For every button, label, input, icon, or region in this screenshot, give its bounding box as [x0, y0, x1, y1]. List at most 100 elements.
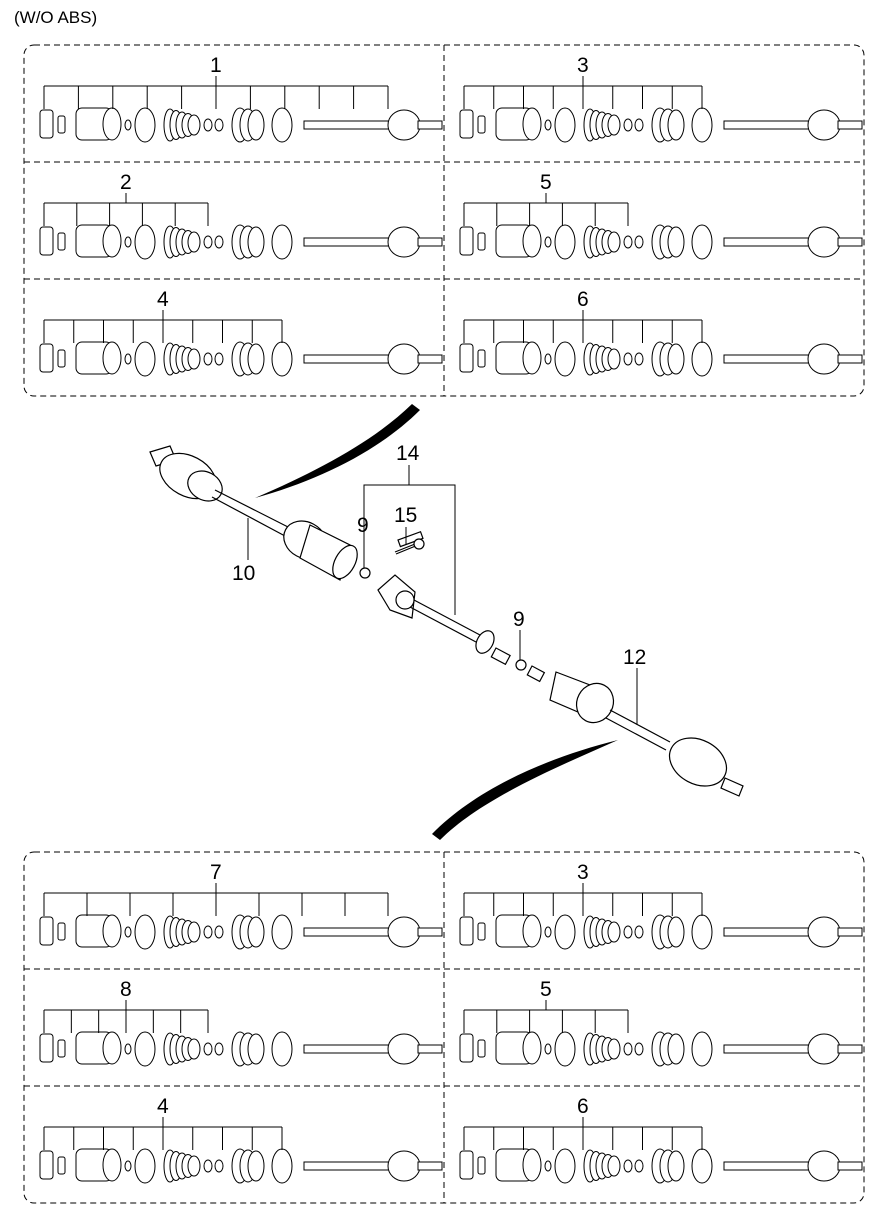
- pin-part: [57, 1039, 66, 1058]
- clamp-ring-part: [623, 925, 633, 939]
- housing-face: [102, 341, 122, 375]
- clamp-ring-part: [634, 235, 644, 249]
- outer-boot-fold: [667, 1033, 685, 1065]
- housing-face: [102, 224, 122, 258]
- housing-face: [102, 1031, 122, 1065]
- pin-part: [57, 115, 66, 134]
- stub-axle-part: [837, 120, 863, 130]
- housing-face: [522, 1148, 542, 1182]
- callout-1: 1: [210, 54, 222, 77]
- cv-joint-part: [387, 1033, 421, 1065]
- band-ring-part: [134, 341, 156, 377]
- small-ring-part: [124, 926, 132, 938]
- stub-axle-part: [417, 237, 443, 247]
- variant-panel-6: 6: [459, 1095, 863, 1184]
- shaft-part: [723, 237, 810, 247]
- clamp-ring-part: [203, 118, 213, 132]
- variant-panel-1: 1: [39, 54, 443, 143]
- callout-12: 12: [623, 646, 646, 669]
- stub-axle-part: [417, 1161, 443, 1171]
- housing-face: [102, 107, 122, 141]
- clamp-ring-part: [634, 925, 644, 939]
- pin-part: [57, 922, 66, 941]
- outer-band-ring: [691, 914, 713, 950]
- intermediate-shaft: [409, 599, 511, 666]
- band-ring-part: [554, 914, 576, 950]
- pin-part: [57, 232, 66, 251]
- callout-3: 3: [577, 54, 589, 77]
- shaft-part: [723, 1161, 810, 1171]
- boot-fold: [187, 231, 201, 253]
- outer-boot-fold: [667, 916, 685, 948]
- housing-face: [522, 1031, 542, 1065]
- boot-fold: [607, 1038, 621, 1060]
- pin-part: [57, 1156, 66, 1175]
- outer-band-ring: [271, 341, 293, 377]
- clamp-ring-part: [623, 1159, 633, 1173]
- nut-part: [459, 1150, 474, 1180]
- outer-boot-fold: [667, 1150, 685, 1182]
- variant-panel-4: 4: [39, 1095, 443, 1184]
- variant-panel-5: 5: [459, 171, 863, 260]
- boot-fold: [187, 1038, 201, 1060]
- outer-boot-fold: [247, 916, 265, 948]
- boot-fold: [187, 348, 201, 370]
- outer-boot-fold: [247, 226, 265, 258]
- shaft-part: [303, 354, 390, 364]
- bearing-bracket: [377, 531, 424, 619]
- small-ring-part: [124, 1043, 132, 1055]
- cv-joint-part: [387, 1150, 421, 1182]
- pin-part: [477, 232, 486, 251]
- small-ring-part: [544, 1043, 552, 1055]
- stub-axle-part: [417, 1044, 443, 1054]
- stub-axle-part: [837, 927, 863, 937]
- outer-boot-fold: [247, 109, 265, 141]
- housing-face: [522, 224, 542, 258]
- shaft-part: [303, 1044, 390, 1054]
- nut-part: [39, 916, 54, 946]
- pointer-swoosh-top: [255, 404, 420, 498]
- shaft-part: [303, 237, 390, 247]
- clamp-ring-part: [634, 118, 644, 132]
- nut-part: [459, 343, 474, 373]
- boot-fold: [187, 921, 201, 943]
- callout-5: 5: [540, 978, 552, 1001]
- stub-axle-part: [417, 120, 443, 130]
- nut-part: [39, 1033, 54, 1063]
- shaft-part: [723, 120, 810, 130]
- housing-face: [522, 914, 542, 948]
- cv-joint-part: [807, 1150, 841, 1182]
- left-drive-shaft: [149, 445, 358, 581]
- housing-face: [102, 914, 122, 948]
- small-ring-part: [544, 353, 552, 365]
- callout-5: 5: [540, 171, 552, 194]
- clamp-ring-part: [623, 352, 633, 366]
- variant-panel-4: 4: [39, 288, 443, 377]
- clamp-ring-part: [214, 925, 224, 939]
- callout-9-left: 9: [357, 514, 369, 537]
- clamp-ring-part: [623, 235, 633, 249]
- callout-15: 15: [394, 504, 417, 527]
- cv-joint-part: [387, 916, 421, 948]
- band-ring-part: [554, 1031, 576, 1067]
- housing-face: [522, 341, 542, 375]
- small-ring-part: [544, 926, 552, 938]
- cv-joint-part: [807, 1033, 841, 1065]
- shaft-part: [723, 1044, 810, 1054]
- stub-axle-part: [837, 1161, 863, 1171]
- right-drive-shaft: [526, 665, 744, 797]
- boot-fold: [607, 1155, 621, 1177]
- stub-axle-part: [837, 1044, 863, 1054]
- boot-fold: [187, 114, 201, 136]
- pointer-swoosh-bottom: [432, 740, 618, 840]
- band-ring-part: [134, 224, 156, 260]
- outer-band-ring: [691, 224, 713, 260]
- clamp-ring-part: [203, 1159, 213, 1173]
- outer-boot-fold: [247, 343, 265, 375]
- band-ring-part: [554, 341, 576, 377]
- nut-part: [459, 1033, 474, 1063]
- housing-face: [522, 107, 542, 141]
- boot-fold: [607, 114, 621, 136]
